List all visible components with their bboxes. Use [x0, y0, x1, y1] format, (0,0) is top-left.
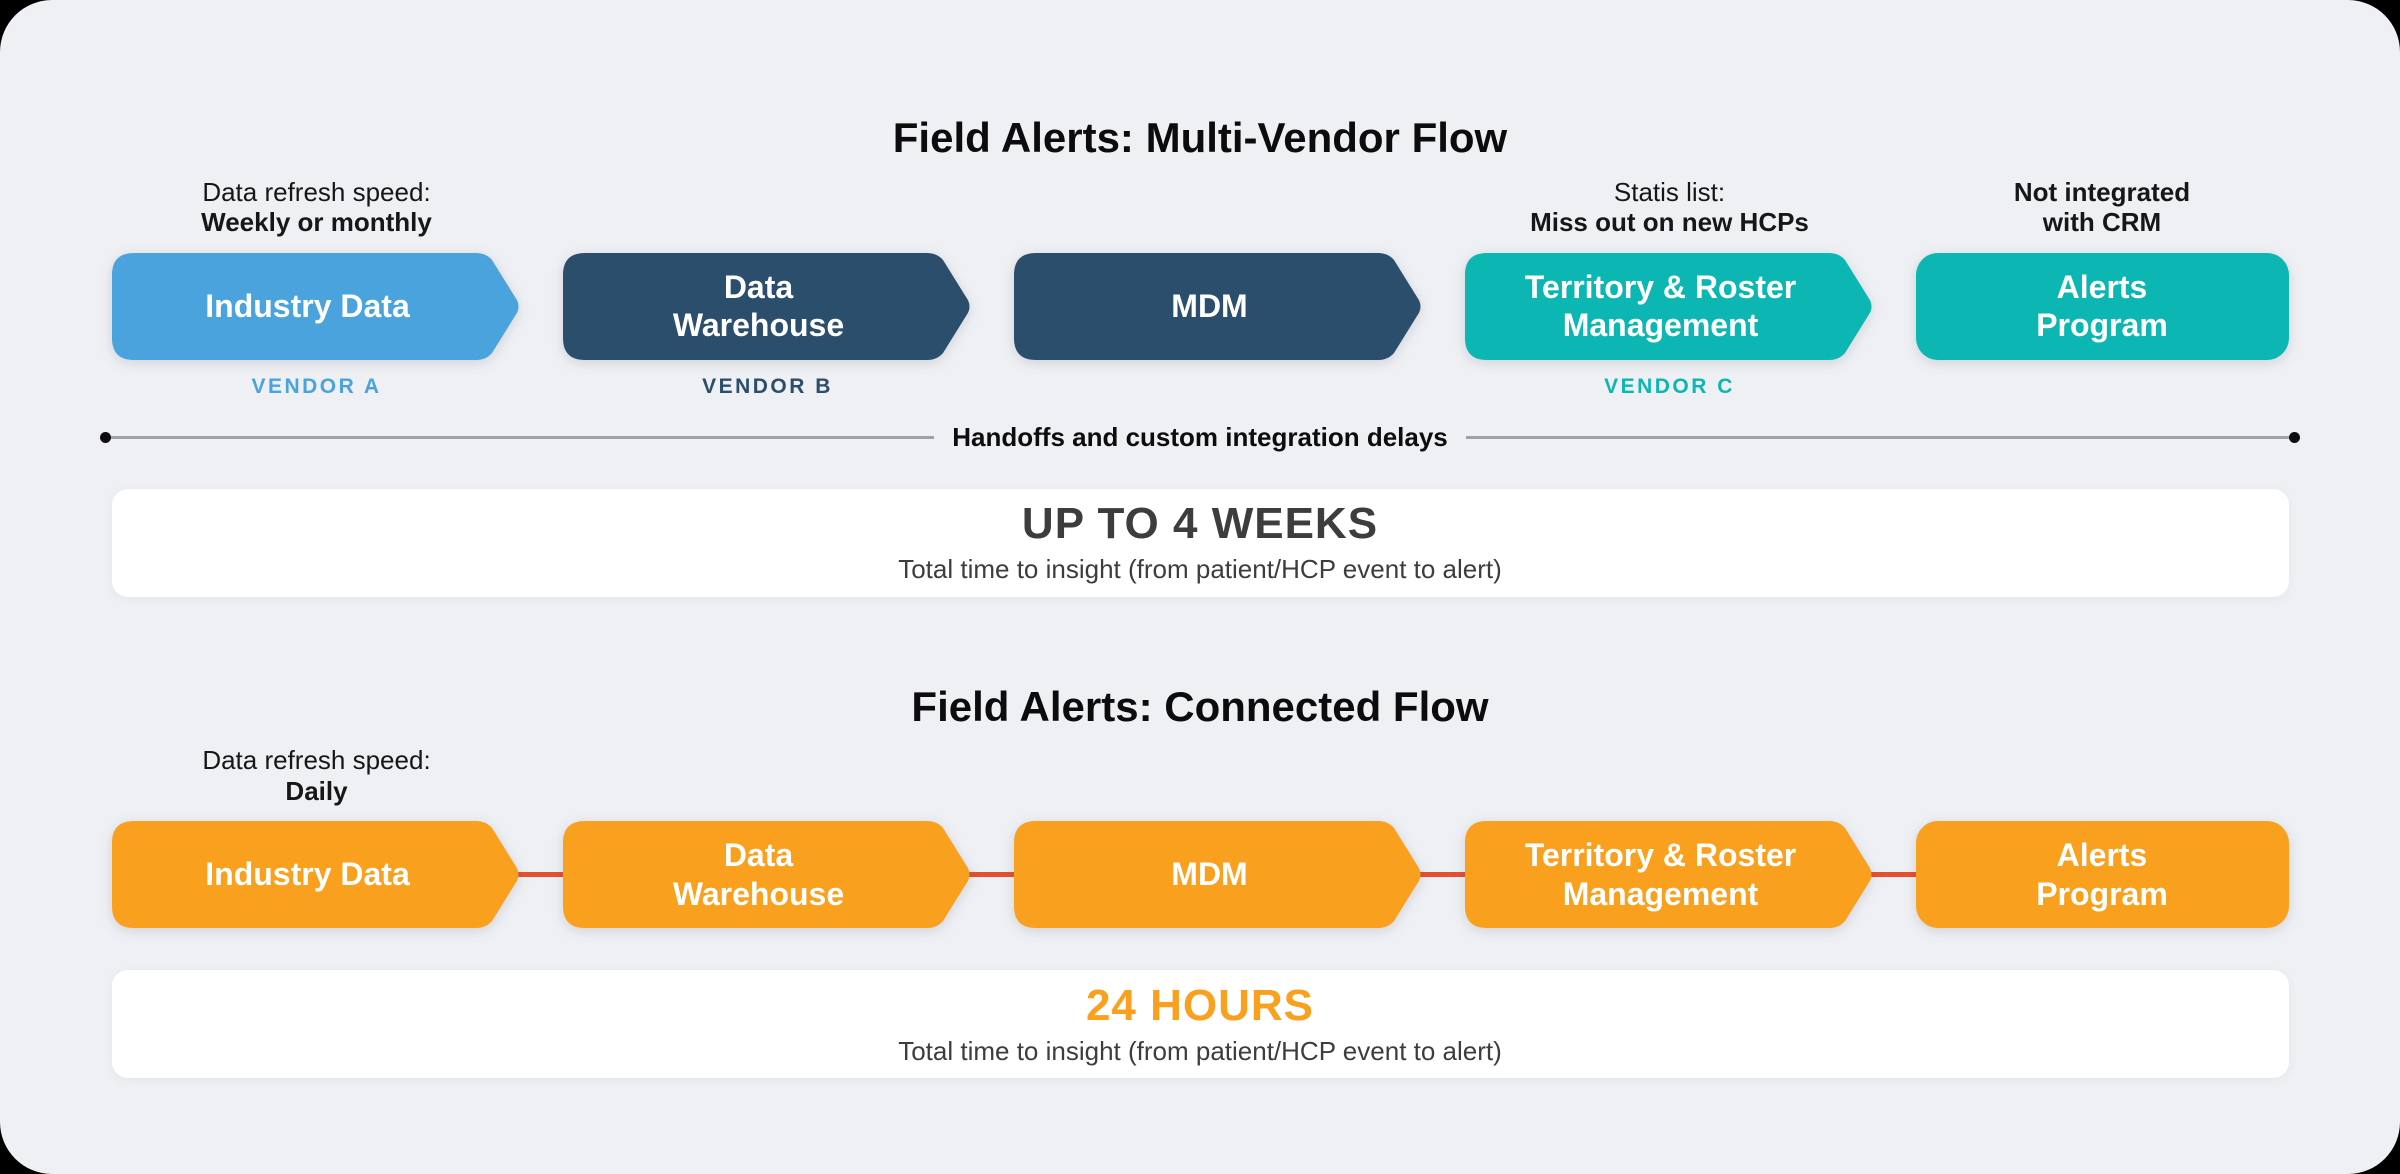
step-territory-roster: Territory & Roster Management	[1464, 252, 1875, 360]
arrow-shape	[111, 821, 518, 928]
step-label: Alerts Program	[1916, 253, 2289, 360]
arrow-shape	[562, 821, 969, 928]
vendor-c-label: VENDOR C	[1604, 374, 1735, 398]
flow-top-steps: Industry Data Data Warehouse MDM	[111, 252, 2289, 360]
content-column: Field Alerts: Multi-Vendor Flow Data ref…	[111, 112, 2289, 403]
annotation-refresh-speed-daily: Data refresh speed: Daily	[112, 745, 522, 806]
step-label: Industry Data	[112, 253, 522, 360]
step-label: Data Warehouse	[563, 821, 973, 928]
connector-line	[1394, 872, 1495, 877]
step-industry-data: Industry Data	[111, 821, 522, 928]
step-label-line: Warehouse	[672, 307, 845, 343]
vendor-b-label: VENDOR B	[702, 374, 833, 398]
result-subheading: Total time to insight (from patient/HCP …	[898, 554, 1502, 585]
content-column-bottom: Field Alerts: Connected Flow Data refres…	[111, 681, 2289, 928]
annotation-line: with CRM	[2042, 207, 2162, 238]
step-label-line: Alerts	[2056, 268, 2148, 305]
timeline-label: Handoffs and custom integration delays	[952, 422, 1448, 452]
step-label: Data Warehouse	[563, 253, 973, 360]
arrow-shape	[111, 252, 518, 360]
timeline-end-dot	[2289, 432, 2301, 443]
flow-bottom-steps: Industry Data Data Warehouse MDM	[111, 821, 2289, 928]
step-mdm: MDM	[1013, 821, 1424, 928]
annotation-line: Data refresh speed:	[202, 176, 431, 207]
step-label-line: MDM	[1171, 856, 1248, 893]
step-label-line: Industry Data	[205, 287, 410, 324]
connector-line	[943, 872, 1044, 877]
arrow-shape	[562, 252, 969, 360]
step-label-line: Warehouse	[672, 875, 845, 912]
step-data-warehouse: Data Warehouse	[562, 252, 973, 360]
step-alerts-program: Alerts Program	[1915, 821, 2289, 928]
connector-line	[492, 872, 593, 877]
step-label-line: Data	[723, 837, 794, 874]
timeline-line	[111, 436, 935, 439]
step-territory-roster: Territory & Roster Management	[1464, 821, 1875, 928]
annotation-line: Data refresh speed:	[202, 745, 431, 775]
step-alerts-program: Alerts Program	[1915, 252, 2289, 360]
result-box-connected: 24 HOURS Total time to insight (from pat…	[111, 970, 2289, 1078]
result-box-multivendor: UP TO 4 WEEKS Total time to insight (fro…	[111, 488, 2289, 597]
annotation-refresh-speed: Data refresh speed: Weekly or monthly	[112, 177, 522, 238]
step-label: Territory & Roster Management	[1465, 821, 1875, 928]
flow-bottom-annotations: Data refresh speed: Daily	[112, 745, 2289, 807]
step-data-warehouse: Data Warehouse	[562, 821, 973, 928]
rounded-rect-shape	[1915, 821, 2289, 928]
step-label: Alerts Program	[1916, 821, 2289, 928]
step-label: MDM	[1014, 253, 1424, 360]
step-label: Industry Data	[112, 821, 522, 928]
step-label-line: Territory & Roster	[1524, 268, 1797, 305]
rounded-rect-shape	[1915, 252, 2289, 360]
annotation-line: Not integrated	[2013, 176, 2191, 207]
annotation-static-list: Statis list: Miss out on new HCPs	[1465, 177, 1875, 238]
flow-top-title: Field Alerts: Multi-Vendor Flow	[892, 114, 1508, 161]
result-heading: 24 HOURS	[1085, 980, 1315, 1030]
step-label-line: Alerts	[2056, 837, 2148, 874]
timeline-line	[1465, 436, 2290, 439]
connector-line	[1845, 872, 1946, 877]
annotation-not-integrated: Not integrated with CRM	[1916, 177, 2289, 238]
step-label-line: Program	[2036, 307, 2168, 343]
annotation-line: Weekly or monthly	[201, 207, 432, 238]
flow-top-annotations: Data refresh speed: Weekly or monthly St…	[112, 177, 2289, 239]
step-label-line: Management	[1562, 307, 1759, 343]
result-subheading: Total time to insight (from patient/HCP …	[898, 1035, 1502, 1066]
timeline-start-dot	[100, 432, 111, 443]
step-label-line: Program	[2036, 875, 2168, 912]
step-label-line: Industry Data	[205, 856, 410, 893]
annotation-line: Miss out on new HCPs	[1530, 207, 1809, 238]
arrow-shape	[1013, 252, 1420, 360]
step-label-line: Territory & Roster	[1524, 837, 1797, 874]
step-label-line: Management	[1562, 875, 1759, 912]
arrow-shape	[1013, 821, 1420, 928]
step-label-line: MDM	[1171, 287, 1248, 324]
annotation-line: Statis list:	[1613, 176, 1726, 207]
handoffs-timeline: Handoffs and custom integration delays	[100, 422, 2301, 453]
arrow-shape	[1464, 252, 1871, 360]
step-mdm: MDM	[1013, 252, 1424, 360]
step-label: Territory & Roster Management	[1465, 253, 1875, 360]
step-industry-data: Industry Data	[111, 252, 522, 360]
vendor-a-label: VENDOR A	[251, 374, 382, 398]
flow-bottom-title: Field Alerts: Connected Flow	[911, 682, 1489, 730]
step-label-line: Data	[723, 268, 794, 305]
vendor-labels-row: VENDOR A VENDOR B VENDOR C	[112, 375, 2289, 403]
arrow-shape	[1464, 821, 1871, 928]
step-label: MDM	[1014, 821, 1424, 928]
result-heading: UP TO 4 WEEKS	[1021, 499, 1379, 549]
annotation-line: Daily	[285, 775, 348, 806]
